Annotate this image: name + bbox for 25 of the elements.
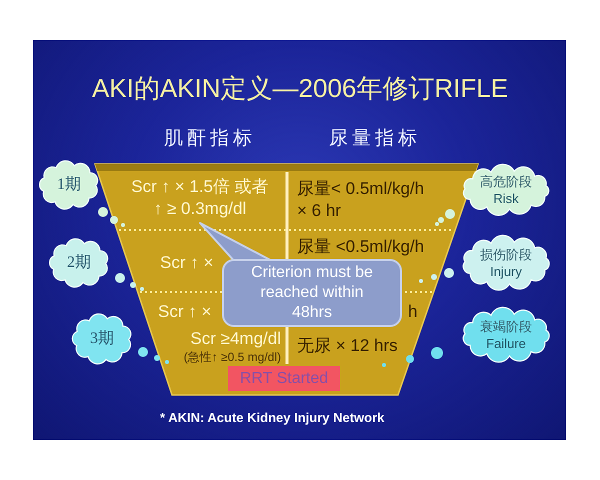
criterion-text: 尿量< 0.5ml/kg/h × 6 hr (297, 178, 426, 222)
callout-text: Criterion must be reached within 48hrs (250, 263, 374, 323)
stage-label: 2期 (67, 253, 91, 273)
criterion-text: Scr ↑ × (160, 253, 214, 273)
stage-label: 3期 (90, 329, 114, 349)
status-text: RRT Started (240, 368, 328, 388)
criterion-text: h (408, 302, 418, 322)
criterion-text: Scr ≥4mg/dl (190, 329, 281, 349)
criterion-text: Scr ↑ × 1.5倍 或者 ↑ ≥ 0.3mg/dl (130, 176, 270, 220)
stage-label: 1期 (57, 175, 81, 195)
column-header: 尿量指标 (329, 127, 421, 151)
stage-label: 高危阶段 (480, 173, 532, 190)
stage-label: 衰竭阶段 (480, 318, 532, 335)
stage-label: Injury (490, 263, 522, 280)
stage-label: Risk (493, 190, 519, 207)
footnote: * AKIN: Acute Kidney Injury Network (160, 410, 384, 426)
stage-label: Failure (486, 335, 526, 352)
status-banner (228, 366, 340, 391)
slide-title: AKI的AKIN定义—2006年修订RIFLE (92, 72, 508, 104)
criterion-text: 尿量 <0.5ml/kg/h (297, 237, 424, 257)
column-header: 肌酐指标 (164, 127, 256, 151)
criterion-text: 无尿 × 12 hrs (297, 336, 398, 356)
criterion-text: (急性↑ ≥0.5 mg/dl) (184, 350, 281, 364)
criterion-text: Scr ↑ × (158, 302, 212, 322)
stage-label: 损伤阶段 (480, 246, 532, 263)
